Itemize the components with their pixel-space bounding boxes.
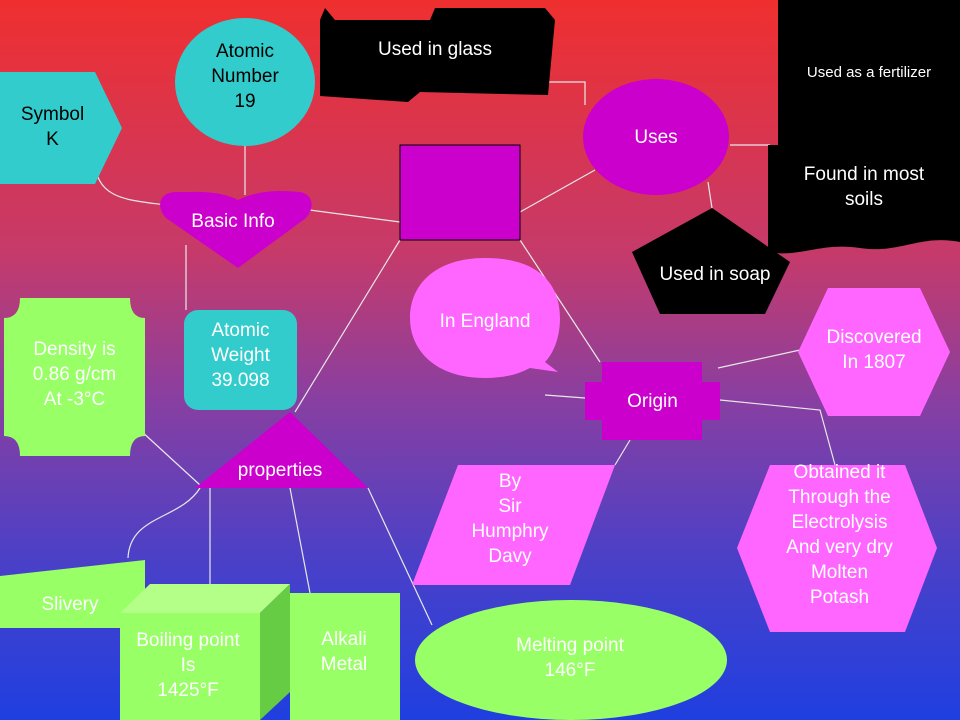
melting-point-shape[interactable] [415, 600, 727, 720]
alkali-metal-shape[interactable] [290, 593, 400, 720]
density-shape[interactable] [4, 298, 145, 456]
uses-label: Uses [634, 127, 678, 148]
properties-label: properties [237, 460, 323, 481]
boiling-point-label: Boiling point Is 1425°F [136, 630, 240, 702]
atomic-number-label: Atomic Number 19 [211, 41, 279, 113]
properties-shape[interactable] [195, 412, 368, 488]
used-as-fertilizer-shape[interactable] [778, 0, 960, 145]
used-in-glass-label: Used in glass [377, 39, 493, 60]
in-england-shape[interactable] [410, 258, 560, 378]
atomic-number-shape[interactable] [175, 18, 315, 146]
basic-info-label: Basic Info [191, 211, 275, 232]
discovered-shape[interactable] [798, 288, 950, 416]
atomic-weight-label: Atomic Weight 39.098 [211, 320, 270, 392]
used-as-fertilizer-label: Used as a fertilizer [806, 64, 932, 81]
found-in-soils-shape[interactable] [768, 145, 960, 254]
origin-label: Origin [627, 391, 678, 412]
slivery-label: Slivery [41, 594, 99, 615]
symbol-label: Symbol K [20, 104, 85, 151]
used-in-soap-label: Used in soap [659, 264, 771, 285]
alkali-metal-label: Alkali Metal [320, 629, 368, 676]
obtained-label: Obtained it Through the Electrolysis And… [786, 462, 893, 609]
by-davy-shape[interactable] [412, 465, 615, 585]
in-england-label: In England [439, 311, 531, 332]
density-label: Density is 0.86 g/cm At -3°C [32, 339, 117, 411]
used-in-glass-shape[interactable] [320, 8, 555, 102]
origin-shape[interactable] [585, 362, 720, 440]
symbol-shape[interactable] [0, 72, 122, 184]
slivery-shape[interactable] [0, 560, 145, 628]
atomic-weight-shape[interactable] [184, 310, 297, 410]
obtained-shape[interactable] [737, 465, 937, 632]
used-in-soap-shape[interactable] [632, 208, 790, 314]
potassium-shape[interactable] [399, 144, 521, 241]
basic-info-shape[interactable] [160, 190, 312, 268]
uses-shape[interactable] [583, 79, 729, 195]
connector-lines [94, 81, 836, 626]
melting-point-label: Melting point 146°F [516, 635, 624, 682]
found-in-soils-label: Found in most soils [803, 164, 925, 211]
by-davy-label: By Sir Humphry Davy [471, 471, 549, 568]
discovered-label: Discovered In 1807 [826, 327, 922, 374]
boiling-point-shape[interactable] [120, 584, 290, 720]
